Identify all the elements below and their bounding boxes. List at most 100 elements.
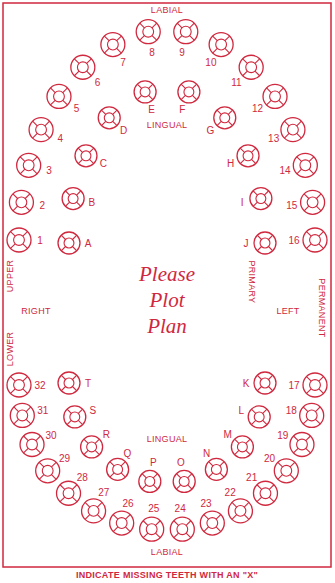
tooth-surface-line bbox=[316, 206, 321, 211]
tooth-symbol bbox=[75, 145, 97, 167]
tooth-surface-line bbox=[11, 389, 16, 394]
tooth-number: 21 bbox=[246, 472, 257, 483]
tooth-symbol bbox=[107, 458, 129, 480]
tooth-symbol bbox=[64, 406, 86, 428]
tooth-surface-line bbox=[152, 23, 157, 28]
tooth-surface-line bbox=[177, 36, 182, 41]
tooth-surface-line bbox=[244, 502, 249, 507]
tooth-surface-line bbox=[253, 202, 257, 206]
tooth-symbol bbox=[173, 470, 195, 492]
tooth-outline bbox=[140, 517, 164, 541]
tooth-surface-line bbox=[188, 474, 192, 478]
tooth-surface-line bbox=[264, 202, 268, 206]
tooth-surface-line bbox=[235, 450, 239, 454]
tooth-number: 25 bbox=[148, 503, 159, 514]
tooth-surface-line bbox=[278, 475, 283, 480]
tooth-occlusal bbox=[260, 488, 271, 499]
tooth-surface-line bbox=[293, 448, 298, 453]
tooth-number: 20 bbox=[264, 453, 275, 464]
surface-label: LABIAL bbox=[151, 6, 183, 16]
tooth-surface-line bbox=[246, 450, 250, 454]
tooth-outline bbox=[7, 228, 31, 252]
tooth-surface-line bbox=[117, 48, 122, 53]
tooth-number: 19 bbox=[277, 430, 288, 441]
tooth-surface-line bbox=[213, 36, 218, 41]
tooth-occlusal bbox=[14, 235, 25, 246]
tooth-surface-line bbox=[181, 84, 185, 88]
tooth-surface-line bbox=[84, 439, 88, 443]
tooth-surface-line bbox=[45, 121, 50, 126]
tooth-surface-line bbox=[50, 88, 55, 93]
tooth-outline bbox=[239, 55, 263, 79]
tooth-symbol bbox=[110, 511, 134, 535]
tooth-symbol bbox=[29, 118, 53, 142]
tooth-surface-line bbox=[264, 191, 268, 195]
tooth-surface-line bbox=[72, 497, 77, 502]
tooth-surface-line bbox=[176, 485, 180, 489]
tooth-outline bbox=[303, 373, 327, 397]
tooth-occlusal bbox=[270, 91, 281, 102]
tooth-surface-line bbox=[251, 409, 255, 413]
tooth-occlusal bbox=[17, 410, 28, 421]
tooth-surface-line bbox=[97, 502, 102, 507]
tooth-symbol bbox=[82, 499, 106, 523]
tooth-surface-line bbox=[257, 497, 262, 502]
tooth-occlusal bbox=[145, 477, 155, 487]
tooth-surface-line bbox=[39, 462, 44, 467]
tooth-outline bbox=[29, 118, 53, 142]
tooth-surface-line bbox=[78, 420, 82, 424]
tooth-letter: D bbox=[120, 125, 127, 136]
tooth-number: 8 bbox=[149, 47, 155, 58]
tooth-occlusal bbox=[143, 26, 154, 37]
tooth-number: 29 bbox=[59, 453, 70, 464]
tooth-surface-line bbox=[306, 436, 311, 441]
tooth-surface-line bbox=[269, 485, 274, 490]
tooth-number: 17 bbox=[288, 380, 299, 391]
tooth-surface-line bbox=[228, 121, 232, 125]
tooth-surface-line bbox=[33, 133, 38, 138]
tooth-surface-line bbox=[72, 485, 77, 490]
tooth-surface-line bbox=[32, 169, 37, 174]
tooth-surface-line bbox=[243, 59, 248, 64]
tooth-occlusal bbox=[88, 505, 99, 516]
tooth-surface-line bbox=[177, 23, 182, 28]
tooth-occlusal bbox=[180, 26, 191, 37]
tooth-surface-line bbox=[143, 521, 148, 526]
tooth-number: 12 bbox=[252, 103, 263, 114]
tooth-outline bbox=[228, 499, 252, 523]
tooth-surface-line bbox=[192, 95, 196, 99]
tooth-surface-line bbox=[181, 95, 185, 99]
tooth-symbol bbox=[300, 403, 324, 427]
tooth-surface-line bbox=[73, 235, 77, 239]
tooth-surface-line bbox=[269, 247, 273, 251]
tooth-occlusal bbox=[81, 151, 91, 161]
tooth-symbol bbox=[170, 517, 194, 541]
tooth-surface-line bbox=[67, 409, 71, 413]
tooth-surface-line bbox=[255, 59, 260, 64]
tooth-surface-line bbox=[204, 527, 209, 532]
tooth-surface-line bbox=[257, 247, 261, 251]
surface-label: LINGUAL bbox=[147, 121, 188, 131]
tooth-surface-line bbox=[52, 462, 57, 467]
tooth-outline bbox=[253, 481, 277, 505]
tooth-surface-line bbox=[20, 157, 25, 162]
tooth-surface-line bbox=[32, 157, 37, 162]
tooth-symbol bbox=[205, 458, 227, 480]
tooth-outline bbox=[75, 145, 97, 167]
tooth-surface-line bbox=[95, 439, 99, 443]
tooth-occlusal bbox=[70, 412, 80, 422]
tooth-occlusal bbox=[216, 39, 227, 50]
tooth-surface-line bbox=[25, 206, 30, 211]
tooth-occlusal bbox=[179, 477, 189, 487]
tooth-surface-line bbox=[246, 439, 250, 443]
tooth-surface-line bbox=[319, 377, 324, 382]
tooth-surface-line bbox=[126, 515, 131, 520]
tooth-outline bbox=[170, 517, 194, 541]
tooth-number: 14 bbox=[279, 165, 290, 176]
dentition-label: PERMANENT bbox=[316, 278, 326, 337]
tooth-surface-line bbox=[149, 84, 153, 88]
tooth-number: 9 bbox=[179, 47, 185, 58]
tooth-surface-line bbox=[290, 462, 295, 467]
tooth-surface-line bbox=[110, 473, 114, 477]
side-label: UPPER bbox=[6, 260, 16, 293]
